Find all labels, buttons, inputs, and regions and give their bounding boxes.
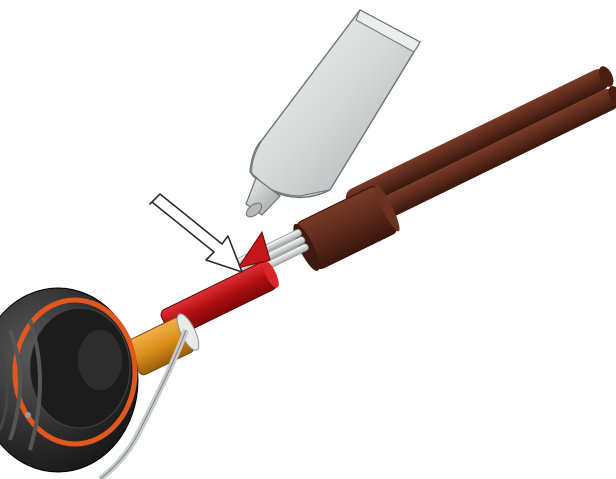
connector-icon: [0, 288, 138, 472]
arrow-icon: [150, 194, 242, 272]
